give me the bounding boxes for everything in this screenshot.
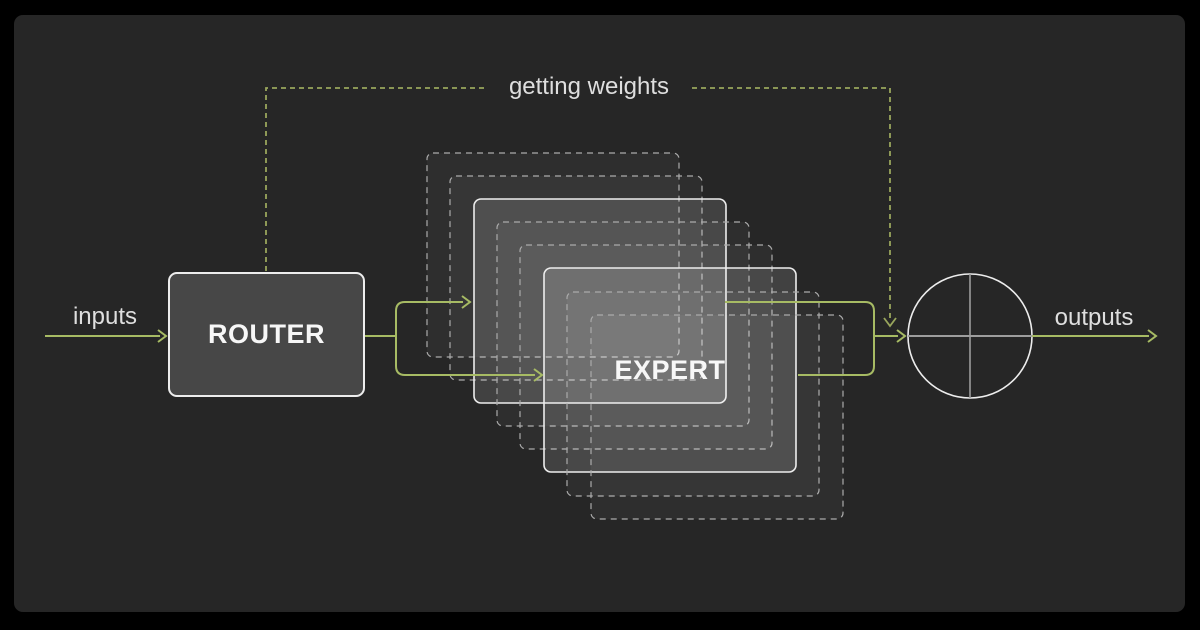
weights-arrowhead-icon bbox=[883, 317, 897, 328]
expert-box-dashed bbox=[449, 175, 703, 381]
router-node: ROUTER bbox=[168, 272, 365, 397]
expert-stack bbox=[426, 152, 844, 520]
output-arrowhead-icon bbox=[1147, 329, 1158, 343]
expert-box-dashed bbox=[519, 244, 773, 450]
input-arrow bbox=[45, 329, 168, 343]
outputs-label: outputs bbox=[1054, 304, 1134, 331]
router-label: ROUTER bbox=[208, 319, 325, 349]
getting-weights-label: getting weights bbox=[508, 73, 670, 100]
expert-box-solid bbox=[543, 267, 797, 473]
merge-arrowhead-icon bbox=[896, 329, 907, 343]
expert-box-dashed bbox=[496, 221, 750, 427]
input-arrowhead-icon bbox=[157, 329, 168, 343]
weights-dashed-path bbox=[265, 87, 897, 328]
expert-box-dashed bbox=[566, 291, 820, 497]
expert-box-dashed bbox=[426, 152, 680, 358]
expert-box-dashed bbox=[590, 314, 844, 520]
split-arrowhead-icon bbox=[461, 295, 472, 309]
output-arrow bbox=[1032, 329, 1158, 343]
sum-circle-icon bbox=[907, 273, 1033, 399]
inputs-label: inputs bbox=[72, 303, 138, 330]
expert-merge-bracket bbox=[725, 301, 907, 376]
router-split-arrows bbox=[365, 295, 544, 382]
split-arrowhead-icon bbox=[533, 368, 544, 382]
